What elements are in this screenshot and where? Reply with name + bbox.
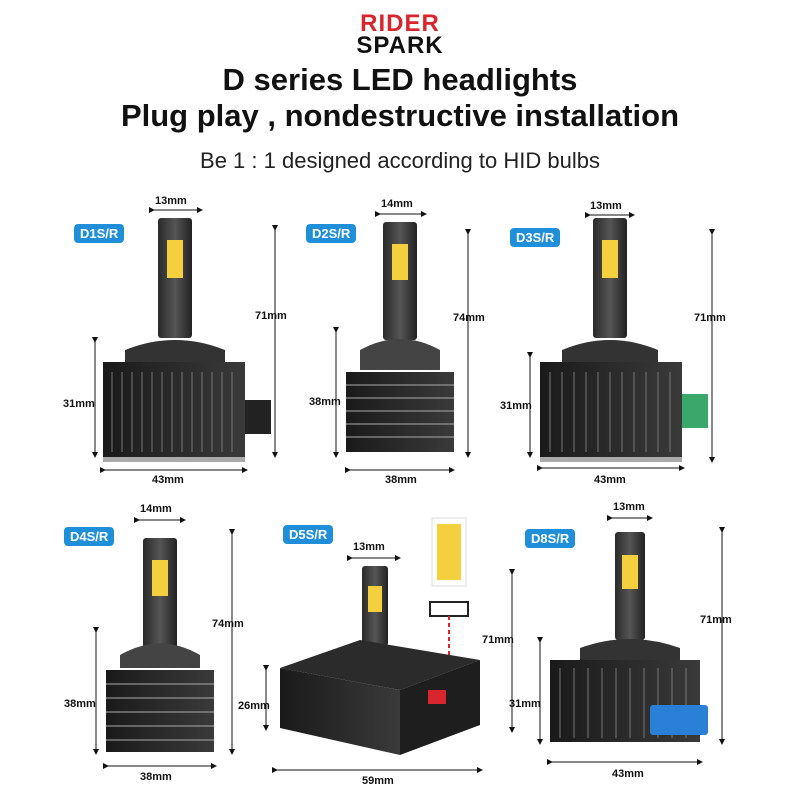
badge-d2: D2S/R: [306, 224, 357, 243]
d1-base-width: 43mm: [152, 474, 184, 486]
page-title-line2: Plug play , nondestructive installation: [120, 98, 680, 133]
brand-logo-rider: RIDER: [360, 10, 440, 37]
d1-top-width: 13mm: [155, 195, 187, 207]
badge-d5: D5S/R: [283, 525, 334, 544]
bulb-d5: [280, 517, 480, 755]
page-subtitle: Be 1 : 1 designed according to HID bulbs: [200, 148, 600, 173]
badge-d8: D8S/R: [525, 529, 576, 548]
d4-base-height: 38mm: [64, 698, 96, 710]
bulb-d4: [106, 538, 214, 752]
bulb-d2: [346, 222, 454, 452]
d8-base-height: 31mm: [509, 698, 541, 710]
d4-base-width: 38mm: [140, 771, 172, 783]
dimension-lines: [92, 207, 725, 773]
d8-height: 71mm: [700, 614, 732, 626]
d3-base-height: 31mm: [500, 400, 532, 412]
d5-top-width: 13mm: [353, 541, 385, 553]
d2-height: 74mm: [453, 312, 485, 324]
bulb-d1: [103, 218, 271, 462]
d1-base-height: 31mm: [63, 398, 95, 410]
d2-top-width: 14mm: [381, 198, 413, 210]
bulb-d3: [540, 218, 708, 462]
d2-base-height: 38mm: [309, 396, 341, 408]
d2-base-width: 38mm: [385, 474, 417, 486]
d4-top-width: 14mm: [140, 503, 172, 515]
d5-base-width: 59mm: [362, 775, 394, 787]
bulb-d8: [550, 532, 708, 742]
d1-height: 71mm: [255, 310, 287, 322]
d3-top-width: 13mm: [590, 200, 622, 212]
d5-height: 71mm: [482, 634, 514, 646]
d3-base-width: 43mm: [594, 474, 626, 486]
d8-top-width: 13mm: [613, 501, 645, 513]
badge-d1: D1S/R: [74, 224, 125, 243]
d3-height: 71mm: [694, 312, 726, 324]
d5-base-height: 26mm: [238, 700, 270, 712]
d8-base-width: 43mm: [612, 768, 644, 780]
d4-height: 74mm: [212, 618, 244, 630]
page-title-line1: D series LED headlights: [222, 62, 578, 97]
badge-d3: D3S/R: [510, 228, 561, 247]
badge-d4: D4S/R: [64, 527, 115, 546]
brand-logo-spark: SPARK: [356, 32, 444, 59]
